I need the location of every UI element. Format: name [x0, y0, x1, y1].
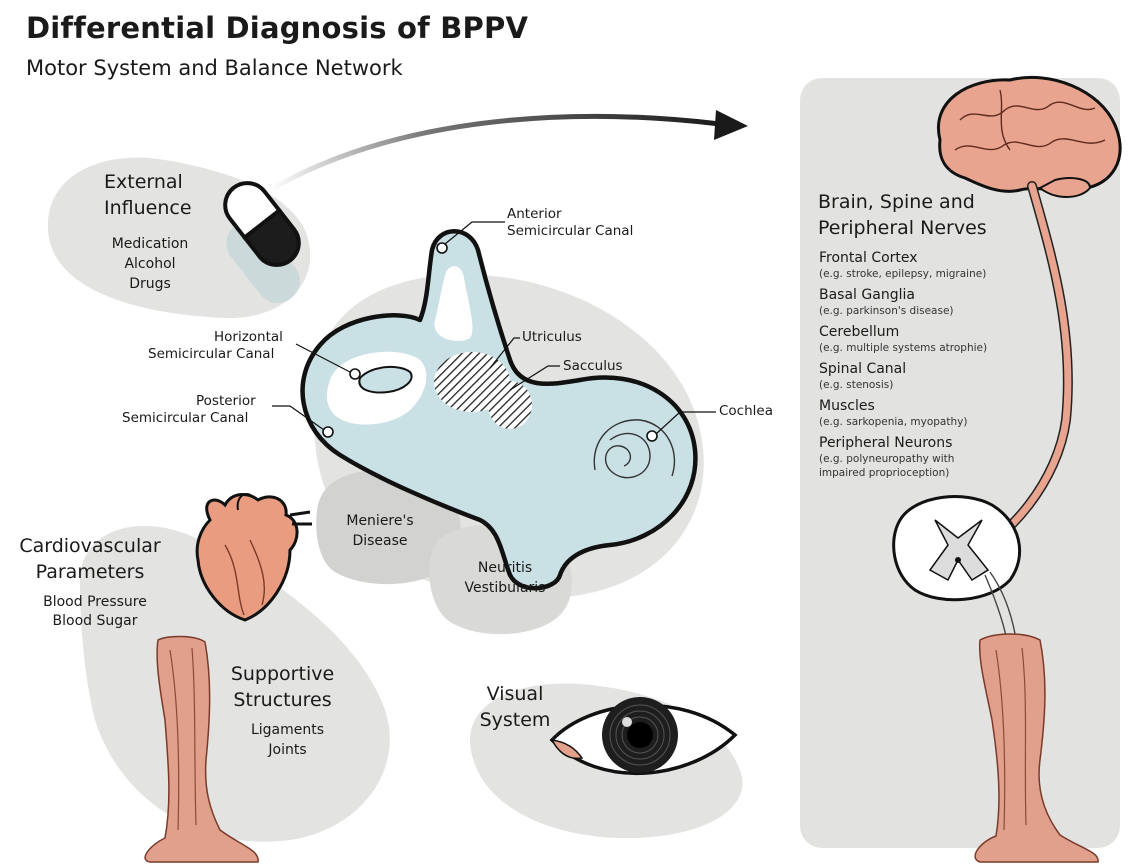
external-item-drugs: Drugs: [100, 276, 200, 292]
cns-note-muscles: (e.g. sarkopenia, myopathy): [819, 416, 967, 428]
supportive-heading-1: Supportive: [215, 664, 350, 686]
label-utriculus: Utriculus: [522, 330, 582, 346]
cns-item-basal-ganglia: Basal Ganglia: [819, 287, 915, 303]
cardio-item-blood-pressure: Blood Pressure: [20, 594, 170, 610]
external-heading-1: External: [104, 172, 183, 194]
label-horizontal-1: Horizontal: [214, 330, 283, 346]
external-item-medication: Medication: [100, 236, 200, 252]
cardio-heading-1: Cardiovascular: [0, 536, 180, 558]
external-heading-2: Influence: [104, 198, 192, 220]
cns-heading-2: Peripheral Nerves: [818, 218, 987, 240]
label-anterior-2: Semicircular Canal: [507, 224, 633, 240]
cns-item-peripheral-neurons: Peripheral Neurons: [819, 435, 952, 451]
cns-note-spinal-canal: (e.g. stenosis): [819, 379, 893, 391]
label-horizontal-2: Semicircular Canal: [148, 347, 274, 363]
label-posterior-1: Posterior: [196, 394, 256, 410]
visual-heading-2: System: [470, 710, 560, 732]
cns-note-frontal-cortex: (e.g. stroke, epilepsy, migraine): [819, 268, 986, 280]
page-subtitle: Motor System and Balance Network: [26, 56, 403, 80]
supportive-item-ligaments: Ligaments: [240, 722, 335, 738]
page-title: Differential Diagnosis of BPPV: [26, 12, 528, 45]
label-anterior-1: Anterior: [507, 207, 562, 223]
cns-item-muscles: Muscles: [819, 398, 875, 414]
cns-item-spinal-canal: Spinal Canal: [819, 361, 906, 377]
meniere-line-2: Disease: [340, 533, 420, 549]
cns-heading-1: Brain, Spine and: [818, 192, 975, 214]
cardio-heading-2: Parameters: [0, 562, 180, 584]
visual-heading-1: Visual: [470, 684, 560, 706]
supportive-heading-2: Structures: [215, 690, 350, 712]
cns-item-cerebellum: Cerebellum: [819, 324, 899, 340]
label-posterior-2: Semicircular Canal: [122, 411, 248, 427]
spinal-cord-icon: [894, 497, 1020, 600]
arrow-icon: [270, 116, 720, 190]
label-cochlea: Cochlea: [719, 404, 773, 420]
cns-note-peripheral-neurons-2: impaired proprioception): [819, 467, 949, 479]
cns-note-basal-ganglia: (e.g. parkinson's disease): [819, 305, 954, 317]
neuritis-line-2: Vestibularis: [455, 580, 555, 596]
arrowhead: [714, 110, 748, 140]
cardio-item-blood-sugar: Blood Sugar: [20, 613, 170, 629]
cns-note-peripheral-neurons-1: (e.g. polyneuropathy with: [819, 453, 954, 465]
cns-note-cerebellum: (e.g. multiple systems atrophie): [819, 342, 987, 354]
label-sacculus: Sacculus: [563, 359, 623, 375]
cns-item-frontal-cortex: Frontal Cortex: [819, 250, 918, 266]
neuritis-line-1: Neuritis: [455, 560, 555, 576]
meniere-line-1: Meniere's: [340, 513, 420, 529]
external-item-alcohol: Alcohol: [100, 256, 200, 272]
supportive-item-joints: Joints: [240, 742, 335, 758]
